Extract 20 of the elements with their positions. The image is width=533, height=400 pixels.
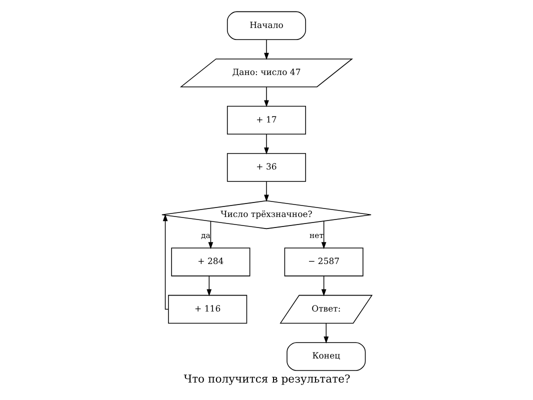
node-box: + 36: [226, 153, 306, 182]
node-box: + 116: [168, 294, 247, 324]
edge-label: нет: [308, 231, 323, 240]
arrow: [162, 214, 168, 310]
arrow: [264, 181, 268, 202]
arrow: [264, 86, 268, 108]
caption: Что получится в результате?: [183, 372, 350, 386]
arrow: [323, 323, 328, 344]
node-box: + 17: [226, 106, 306, 135]
edge-label: да: [200, 231, 210, 240]
arrow: [320, 220, 326, 250]
node-box: Начало: [226, 11, 306, 40]
node-box: + 284: [170, 248, 250, 276]
arrow: [208, 220, 213, 250]
arrow: [264, 134, 268, 154]
arrow: [264, 39, 268, 60]
arrow: [320, 276, 326, 296]
node-box: Конец: [286, 342, 366, 371]
arrow: [206, 276, 212, 296]
node-box: − 2587: [284, 248, 363, 276]
